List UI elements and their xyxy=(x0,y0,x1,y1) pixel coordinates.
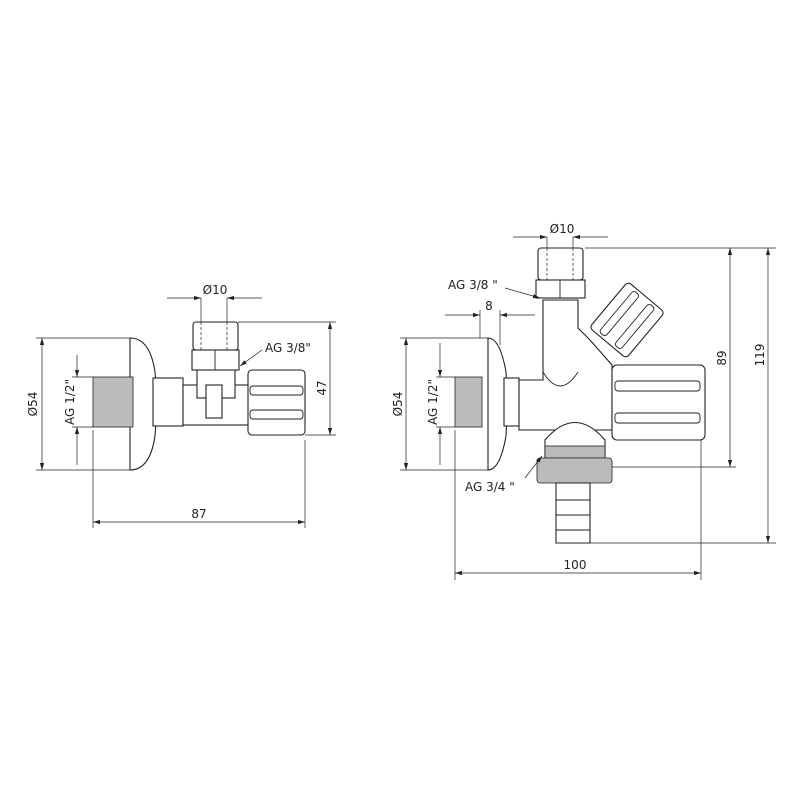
left-length-dimension: 87 xyxy=(191,507,206,521)
left-inlet-thread xyxy=(92,376,134,428)
left-outlet-thread-label: AG 3/8" xyxy=(265,341,311,355)
right-combination-valve: Ø54 AG 1/2" Ø10 AG 3/8 " 8 AG 3/4 " 89 1… xyxy=(391,222,776,580)
left-top-fitting xyxy=(192,321,239,351)
right-length-dimension: 100 xyxy=(564,558,587,572)
right-handle xyxy=(611,364,706,441)
right-hex-nut xyxy=(535,279,586,299)
right-top-fitting xyxy=(537,247,584,281)
left-neck xyxy=(152,377,184,427)
hose-tail xyxy=(555,482,591,544)
left-handle xyxy=(247,369,306,436)
left-outlet-diameter-dimension: Ø10 xyxy=(203,283,228,297)
right-branch-handle xyxy=(590,282,664,358)
left-angle-valve: Ø54 AG 1/2" Ø10 AG 3/8" 47 87 xyxy=(26,283,336,528)
left-height-dimension: 47 xyxy=(315,380,329,395)
hose-outlet-thread xyxy=(544,445,606,459)
left-rosette-dimension: Ø54 xyxy=(26,392,40,417)
left-inlet-thread-dimension: AG 1/2" xyxy=(63,379,77,425)
right-outlet-thread-label: AG 3/8 " xyxy=(448,278,498,292)
rosette-depth-dimension: 8 xyxy=(485,299,493,313)
total-height-dimension: 119 xyxy=(753,344,767,367)
left-hex-nut xyxy=(191,349,240,371)
outlet-height-dimension: 89 xyxy=(715,350,729,365)
left-spindle xyxy=(205,384,223,419)
right-neck xyxy=(503,377,520,427)
right-inlet-thread xyxy=(454,376,483,428)
hose-nut xyxy=(536,457,613,484)
right-inlet-thread-dimension: AG 1/2" xyxy=(426,379,440,425)
right-rosette-dimension: Ø54 xyxy=(391,392,405,417)
hose-thread-label: AG 3/4 " xyxy=(465,480,515,494)
right-outlet-diameter-dimension: Ø10 xyxy=(550,222,575,236)
